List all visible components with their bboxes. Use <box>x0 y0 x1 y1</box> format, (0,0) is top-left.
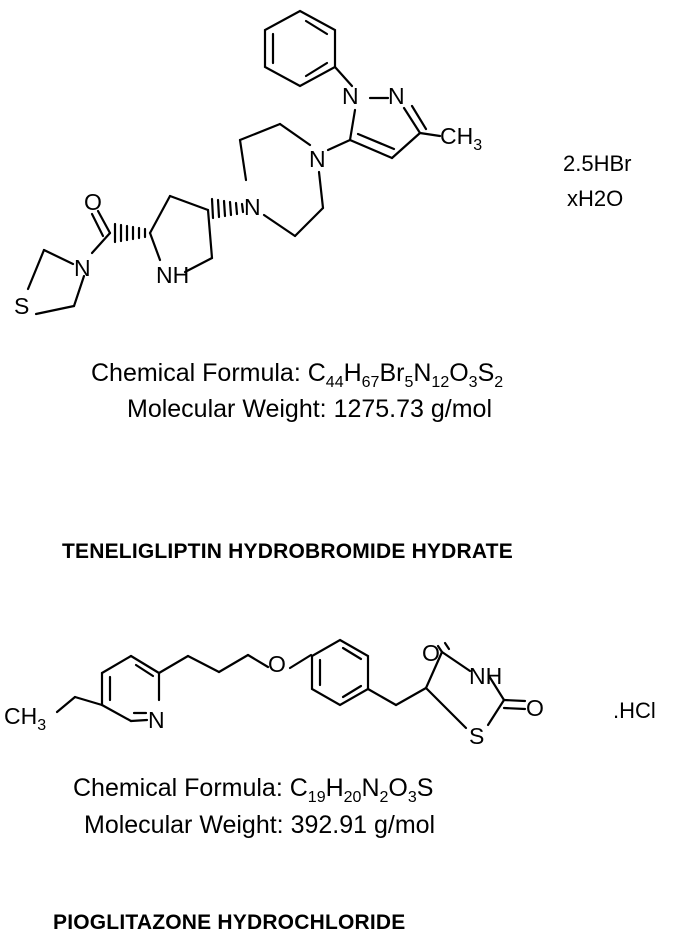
thiazolidine-s-label: S <box>14 293 29 319</box>
carbonyl-o1-label: O <box>422 640 440 666</box>
formula-element: H <box>326 774 344 802</box>
teneligliptin-formula: Chemical Formula: C44H67Br5N12O3S2 <box>91 359 503 391</box>
formula-element: O <box>388 774 407 802</box>
amide-n-label: N <box>74 255 91 281</box>
piperazine-n2-label: N <box>244 194 261 220</box>
stereo-hash-bond-1 <box>210 197 245 220</box>
imide-nh-label: NH <box>469 663 502 689</box>
pyrrolidine-nh-label: NH <box>156 262 189 288</box>
pyridine-n-label: N <box>148 707 165 733</box>
benzene-ring <box>310 638 370 707</box>
formula-subscript: 20 <box>344 789 362 806</box>
formula-subscript: 12 <box>431 374 449 391</box>
pioglitazone-name: PIOGLITAZONE HYDROCHLORIDE <box>53 911 405 932</box>
carbonyl-o-label: O <box>84 189 102 215</box>
pyrrolidine-ring <box>148 194 214 274</box>
formula-subscript: 2 <box>380 789 389 806</box>
formula-element: S <box>417 774 434 802</box>
pioglitazone-formula: Chemical Formula: C19H20N2O3S <box>73 774 433 806</box>
piperazine-ring <box>238 122 325 238</box>
pyrazole-n1-label: N <box>342 83 359 109</box>
formula-element: O <box>449 359 468 387</box>
formula-subscript: 5 <box>404 374 413 391</box>
formula-element: H <box>344 359 362 387</box>
formula-subscript: 67 <box>362 374 380 391</box>
formula-element: C <box>308 359 326 387</box>
pioglitazone-salt: .HCl <box>613 698 656 723</box>
formula-subscript: 19 <box>308 789 326 806</box>
formula-subscript: 3 <box>408 789 417 806</box>
teneligliptin-salt-line1: 2.5HBr <box>563 151 631 176</box>
teneligliptin-salt-line2: xH2O <box>567 186 623 211</box>
carbonyl-o2-label: O <box>526 695 544 721</box>
stereo-hash-bond-2 <box>113 222 147 244</box>
pyrazole-n2-label: N <box>388 83 405 109</box>
formula-subscript: 3 <box>469 374 478 391</box>
pyridine-ring <box>100 654 161 723</box>
formula-element: N <box>361 774 379 802</box>
formula-element: C <box>290 774 308 802</box>
piperazine-n1-label: N <box>309 146 326 172</box>
formula-subscript: 2 <box>494 374 503 391</box>
formula-subscript: 44 <box>326 374 344 391</box>
teneligliptin-structure: N N CH3 N N O N S NH <box>14 9 482 319</box>
formula-element: N <box>413 359 431 387</box>
teneligliptin-molecular-weight: Molecular Weight: 1275.73 g/mol <box>127 395 492 423</box>
teneligliptin-name: TENELIGLIPTIN HYDROBROMIDE HYDRATE <box>62 540 513 563</box>
pyridine-methyl-label: CH3 <box>4 703 46 734</box>
thiazolidinedione-ring <box>424 641 527 730</box>
pioglitazone-structure: CH3 N O O NH O S <box>4 638 544 749</box>
thiazolidine-s-label: S <box>469 723 484 749</box>
formula-element: S <box>478 359 495 387</box>
ether-o-label: O <box>268 651 286 677</box>
pyrazole-ring <box>348 96 442 160</box>
methyl-label: CH3 <box>440 123 482 154</box>
phenyl-ring <box>263 9 337 88</box>
pioglitazone-molecular-weight: Molecular Weight: 392.91 g/mol <box>84 811 435 839</box>
thiazolidine-ring <box>26 248 86 316</box>
formula-element: Br <box>379 359 404 387</box>
